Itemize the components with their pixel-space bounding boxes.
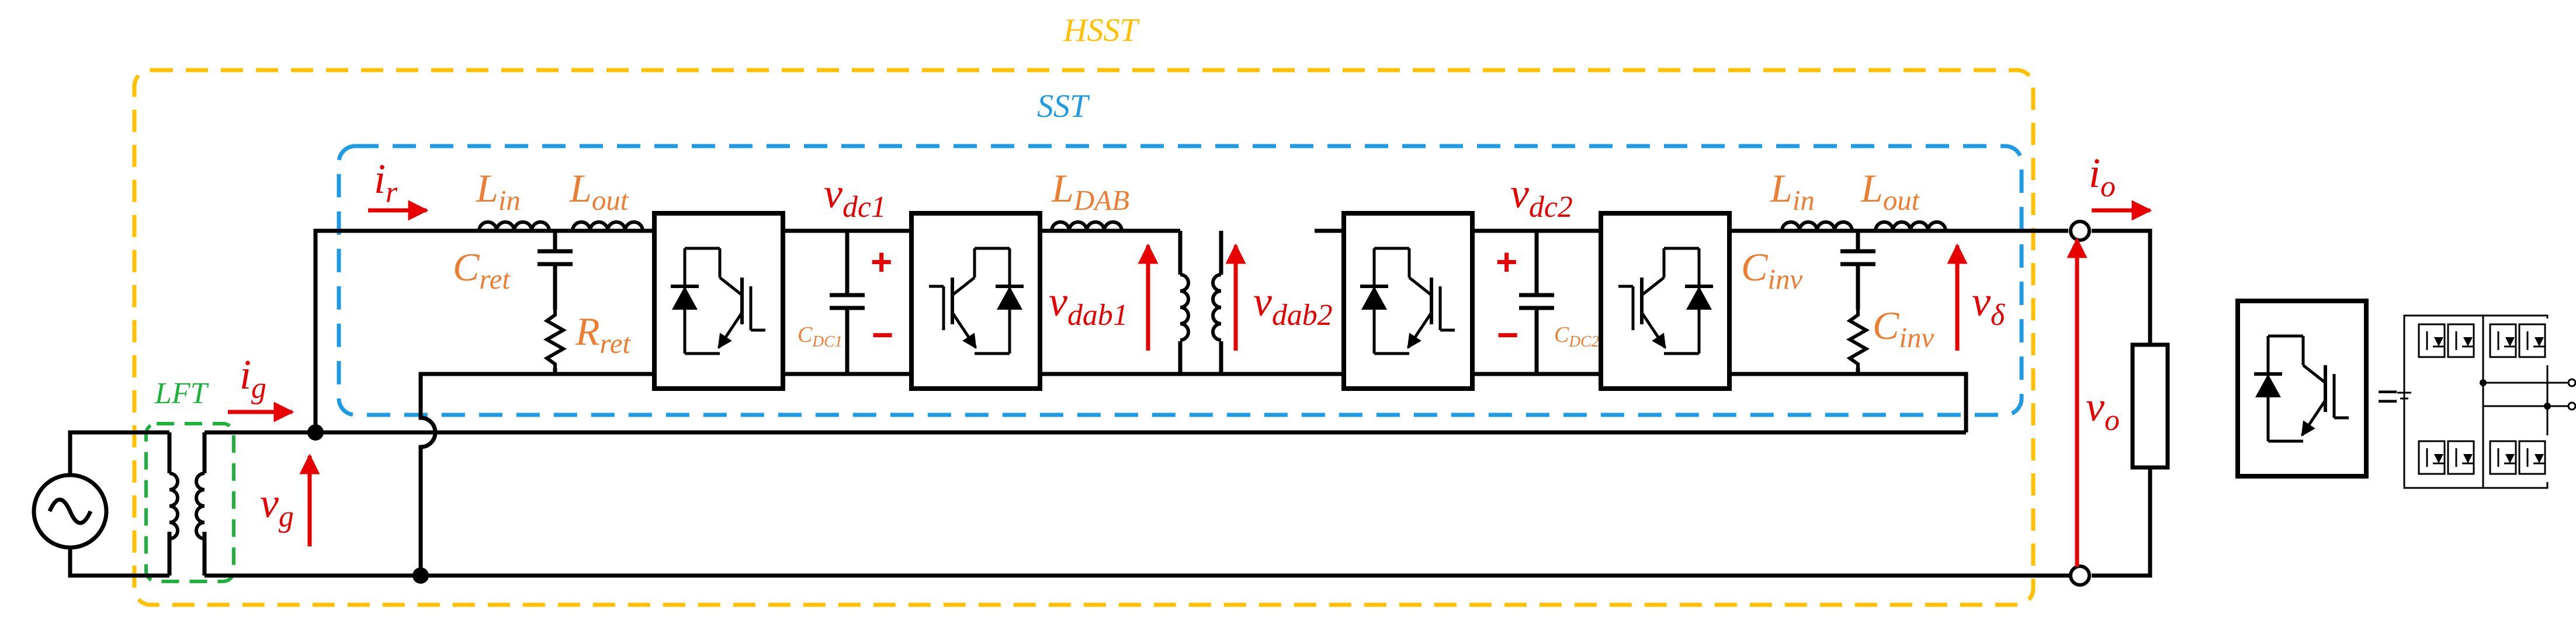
lin-left-label: Lin <box>476 166 521 216</box>
sst-box <box>337 144 2024 417</box>
dab-transformer-icon <box>1180 275 1221 340</box>
cinv-cap-label: Cinv <box>1741 245 1802 295</box>
vdc1-label: vdc1 <box>824 170 886 224</box>
legend-equals: = <box>2377 375 2398 417</box>
lout-right-label: Lout <box>1860 166 1920 216</box>
vdelta-label: vδ <box>1972 278 2005 332</box>
cinv-res-label: Cinv <box>1873 303 1934 354</box>
load-resistor-icon <box>2130 342 2170 470</box>
full-bridge-icon <box>2397 314 2571 489</box>
full-bridge-terminals <box>2567 378 2576 411</box>
cdc1-minus: − <box>872 314 893 356</box>
cdc2-label: CDC2 <box>1554 323 1599 350</box>
cret-label: Cret <box>453 245 511 295</box>
vdab1-label: vdab1 <box>1049 278 1128 332</box>
output-terminals <box>2069 220 2170 587</box>
io-label: io <box>2089 150 2116 203</box>
cdc2-plus: + <box>1496 241 1517 283</box>
full-bridge-nodes <box>2480 379 2551 410</box>
hsst-label: HSST <box>1063 12 1140 48</box>
cdc1-plus: + <box>871 241 892 283</box>
wiring <box>68 228 2152 578</box>
dc-cap-labels: CDC1 CDC2 <box>798 323 1599 350</box>
rret-label: Rret <box>575 309 632 359</box>
lin-right-label: Lin <box>1770 166 1815 216</box>
transformer-icon <box>169 473 204 539</box>
vdab2-label: vdab2 <box>1253 278 1333 332</box>
vg-label: vg <box>260 480 294 533</box>
legend-block-icon <box>2238 301 2366 476</box>
polarity-marks: + − + − <box>871 241 1518 356</box>
junction-dots <box>307 424 429 584</box>
signal-arrows <box>228 200 2152 567</box>
ac-source-icon <box>32 473 109 550</box>
component-labels: Lin Lout Cret Rret LDAB Lin Lout Cinv Ci… <box>453 166 1934 359</box>
vo-label: vo <box>2086 383 2120 437</box>
ir-label: ir <box>374 155 398 209</box>
lout-left-label: Lout <box>569 166 629 216</box>
converter-block-icon <box>654 213 1729 389</box>
lft-label: LFT <box>154 377 209 410</box>
ldab-label: LDAB <box>1051 166 1129 216</box>
vdc2-label: vdc2 <box>1510 170 1573 224</box>
cdc2-minus: − <box>1497 314 1518 356</box>
hsst-box <box>132 68 2036 607</box>
sst-label: SST <box>1037 88 1090 124</box>
legend: = <box>2238 301 2576 489</box>
lft-box <box>144 422 235 583</box>
ig-label: ig <box>240 351 266 405</box>
full-bridge-switches <box>2413 318 2553 482</box>
cdc1-label: CDC1 <box>798 323 843 350</box>
signal-labels: ir ig io vg vdc1 vdc2 vdab1 vdab2 vδ vo <box>240 150 2120 533</box>
